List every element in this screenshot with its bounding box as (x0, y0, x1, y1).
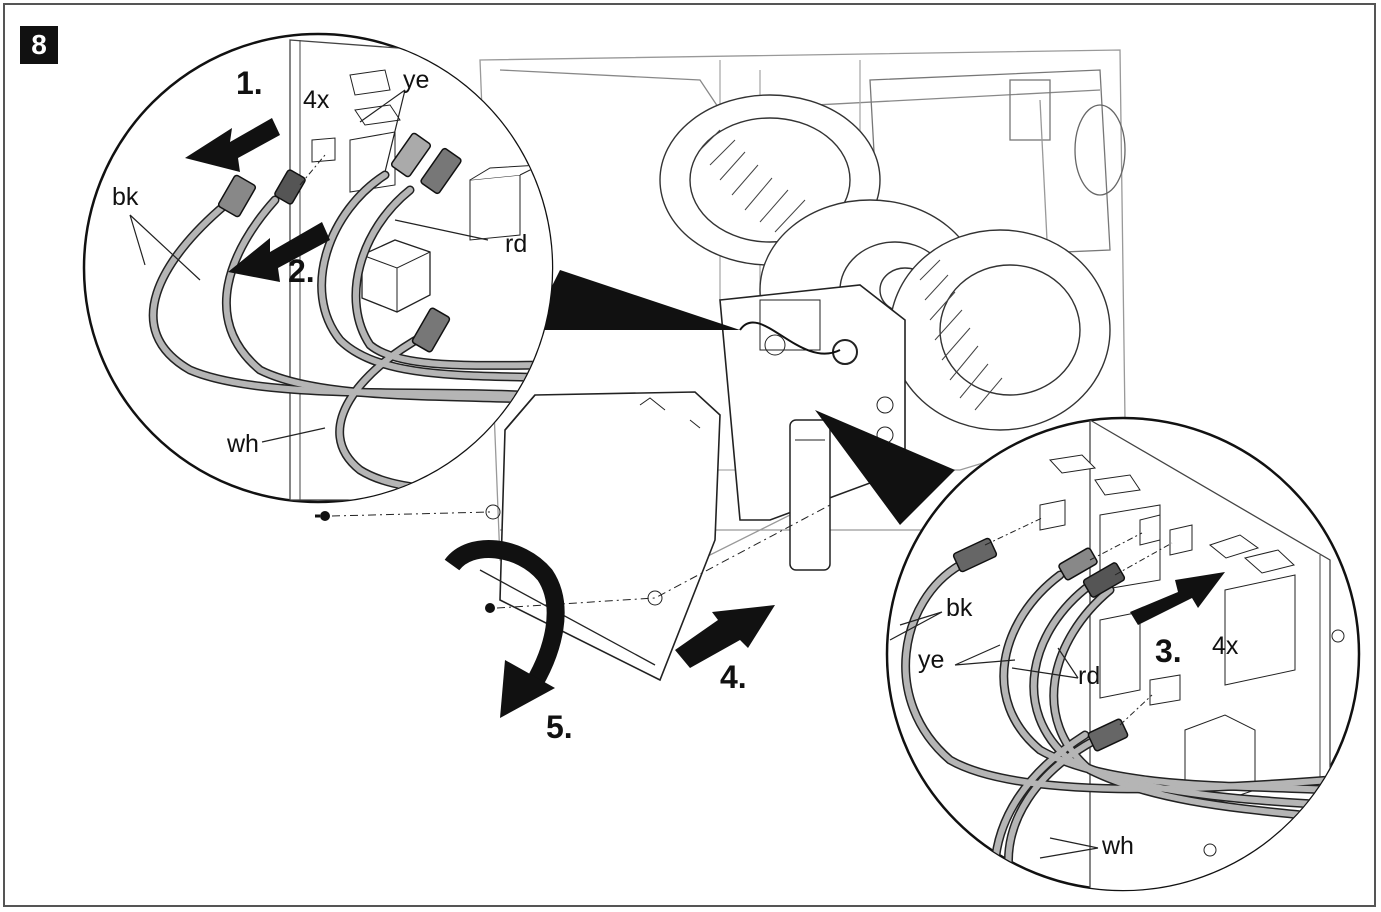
callout-wedge-right (815, 410, 955, 525)
step-3-label: 3. (1155, 633, 1182, 669)
left-wire-bk-label: bk (112, 183, 139, 211)
arrow-step-3 (1130, 572, 1225, 625)
detail-circle-right (885, 416, 1361, 892)
blower-wheel-upper (659, 94, 881, 266)
step-2-label: 2. (288, 253, 315, 289)
figure-number-badge: 8 (20, 26, 58, 64)
blower-wheel-lower (889, 229, 1111, 431)
left-wire-rd-label: rd (505, 230, 527, 258)
screw-left-upper (315, 511, 330, 521)
screw-guides (331, 504, 831, 609)
screw-left-lower (485, 603, 495, 613)
control-board (719, 284, 906, 571)
left-wire-wh-label: wh (226, 430, 259, 458)
arrow-step-2 (228, 222, 330, 282)
detail-circle-left (82, 32, 554, 504)
cover-panel (479, 391, 721, 682)
right-wire-ye-label: ye (918, 646, 944, 674)
step-4-label: 4. (720, 659, 747, 695)
arrow-step-1 (185, 118, 280, 172)
callout-wedge-left (530, 270, 740, 330)
right-wire-bk-label: bk (946, 594, 973, 622)
right-wire-wh-label: wh (1101, 832, 1134, 860)
step-5-label: 5. (546, 709, 573, 745)
step-1-label: 1. (236, 65, 263, 101)
arrow-step-5 (444, 540, 565, 718)
right-count-label: 4x (1212, 632, 1239, 660)
right-wire-rd-label: rd (1078, 662, 1100, 690)
left-count-label: 4x (303, 86, 330, 114)
left-wire-ye-label: ye (403, 66, 429, 94)
arrow-step-4 (675, 605, 775, 668)
